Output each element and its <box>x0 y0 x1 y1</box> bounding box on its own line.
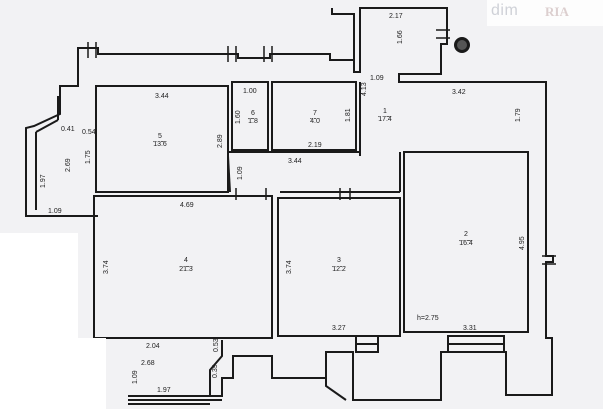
dim-0-39: 0.39 <box>212 364 219 378</box>
ceiling-height: h=2.75 <box>417 315 439 322</box>
riser-icon <box>454 37 470 53</box>
room-1-number: 1 <box>383 108 387 115</box>
dim-4-13: 4.13 <box>361 82 368 96</box>
masked-area-lower <box>0 338 106 409</box>
dim-3-44-bottom: 3.44 <box>288 158 302 165</box>
room-6-number: 6 <box>251 110 255 117</box>
room-7-area: 4.0 <box>310 118 320 125</box>
room-3-area: 12.2 <box>332 266 346 273</box>
dim-1-97-left: 1.97 <box>40 174 47 188</box>
dim-0-54: 0.54 <box>82 129 96 136</box>
dim-1-09-corridor: 1.09 <box>237 166 244 180</box>
dim-1-09: 1.09 <box>370 75 384 82</box>
dim-1-60: 1.60 <box>235 110 242 124</box>
room-6-area: 1.8 <box>248 118 258 125</box>
dim-1-79: 1.79 <box>515 108 522 122</box>
dim-0-41: 0.41 <box>61 126 75 133</box>
room-4-area: 21.3 <box>179 266 193 273</box>
dim-3-74-mid: 3.74 <box>286 260 293 274</box>
dim-4-69: 4.69 <box>180 202 194 209</box>
dimension-labels: 2.17 1.66 1.09 4.13 3.42 1.79 3.44 1.00 … <box>40 13 526 394</box>
dim-1-00: 1.00 <box>243 88 257 95</box>
dim-2-89: 2.89 <box>217 134 224 148</box>
room-5-number: 5 <box>158 133 162 140</box>
room-5-area: 13.6 <box>153 141 167 148</box>
dim-2-69: 2.69 <box>65 158 72 172</box>
room-7-number: 7 <box>313 110 317 117</box>
room-2-wall <box>403 151 529 333</box>
room-3-wall <box>277 197 401 337</box>
outer-wall <box>128 7 554 401</box>
room-6-wall <box>231 81 269 151</box>
openings <box>78 29 556 359</box>
room-4-wall <box>93 195 273 339</box>
room-1-area: 17.4 <box>378 116 392 123</box>
dim-1-09-left: 1.09 <box>48 208 62 215</box>
dim-3-42: 3.42 <box>452 89 466 96</box>
room-2-area: 16.4 <box>459 240 473 247</box>
dim-1-81: 1.81 <box>345 108 352 122</box>
dim-2-04: 2.04 <box>146 343 160 350</box>
room-3-number: 3 <box>337 257 341 264</box>
dim-3-27: 3.27 <box>332 325 346 332</box>
dim-3-31: 3.31 <box>463 325 477 332</box>
dim-4-95: 4.95 <box>519 236 526 250</box>
watermark-logo: dim RIA <box>487 0 603 26</box>
dim-1-09-bottom: 1.09 <box>132 370 139 384</box>
dim-2-68: 2.68 <box>141 360 155 367</box>
room-2-number: 2 <box>464 231 468 238</box>
dim-1-66: 1.66 <box>397 30 404 44</box>
watermark-brand: dim <box>491 2 519 19</box>
watermark-sub: RIA <box>545 4 569 19</box>
dim-3-74-left: 3.74 <box>103 260 110 274</box>
room-7-wall <box>271 81 357 151</box>
room-5-wall <box>95 85 229 193</box>
room-4-number: 4 <box>184 257 188 264</box>
outer-wall-left <box>25 47 354 217</box>
dim-3-44-top: 3.44 <box>155 93 169 100</box>
dim-1-97-bottom: 1.97 <box>157 387 171 394</box>
dim-0-53: 0.53 <box>213 338 220 352</box>
dim-2-17: 2.17 <box>389 13 403 20</box>
room-labels: 5 13.6 6 1.8 7 4.0 1 17.4 4 21.3 3 12.2 … <box>153 108 473 273</box>
dim-1-75: 1.75 <box>85 150 92 164</box>
dim-2-19: 2.19 <box>308 142 322 149</box>
